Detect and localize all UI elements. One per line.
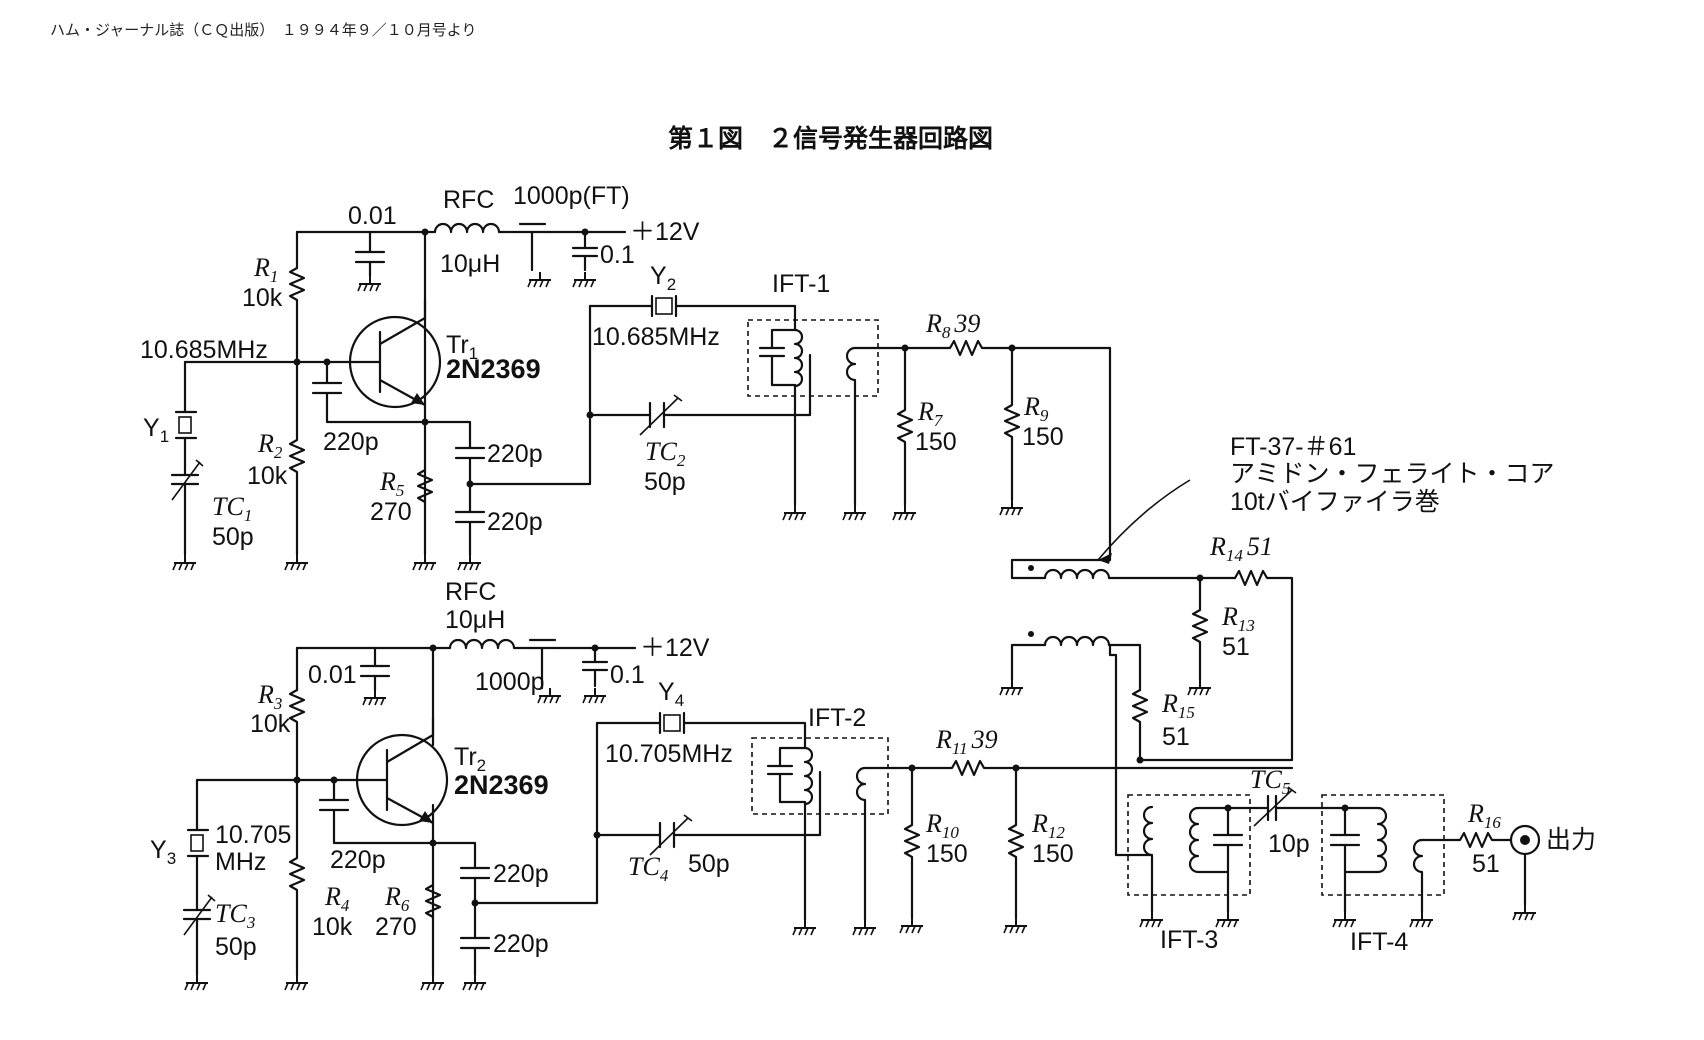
rfc2-value: 10μH (445, 606, 505, 634)
r2-label: R2 (257, 429, 283, 462)
r5-value: 270 (370, 498, 412, 526)
y2-label: Y2 (650, 262, 676, 294)
tc5-value: 10p (1268, 830, 1310, 858)
ft-cap-label: 1000p(FT) (513, 182, 630, 210)
r7-label: R7 (917, 397, 944, 430)
r12-label: R12 (1031, 809, 1065, 842)
y4-freq: 10.705MHz (605, 740, 733, 768)
c2-e2-value: 220p (493, 930, 549, 958)
tr2-label: Tr2 (454, 743, 486, 775)
r7-value: 150 (915, 428, 957, 456)
c2-0.1-label: 0.1 (610, 661, 645, 689)
tc5-label: TC5 (1250, 765, 1290, 798)
r10-value: 150 (926, 840, 968, 868)
r10-label: R10 (925, 809, 959, 842)
c-base-value: 220p (323, 428, 379, 456)
r12-value: 150 (1032, 840, 1074, 868)
y4-label: Y4 (658, 678, 684, 710)
r4-value: 10k (312, 913, 353, 941)
core-type: FT-37-＃61 (1230, 433, 1356, 461)
r1-label: R1 (253, 253, 278, 286)
c-0.1-label: 0.1 (600, 241, 635, 269)
r9-label: R9 (1023, 392, 1049, 425)
ift3-label: IFT-3 (1160, 926, 1218, 954)
tc3-label: TC3 (215, 899, 255, 932)
tc4-value: 50p (688, 850, 730, 878)
rfc2-label: RFC (445, 578, 496, 606)
rfc-label: RFC (443, 186, 494, 214)
core-winding: 10tバイファイラ巻 (1230, 488, 1440, 516)
y1-label: Y1 (143, 414, 169, 446)
vcc2-label: ＋12V (640, 634, 710, 662)
r13-label: R13 (1221, 602, 1255, 635)
source-header: ハム・ジャーナル誌（ＣＱ出版） １９９４年９／１０月号より (50, 21, 476, 39)
tr1-label: Tr1 (446, 331, 478, 363)
y3-freq-1: 10.705 (215, 821, 291, 849)
r1-value: 10k (242, 284, 283, 312)
ift4-label: IFT-4 (1350, 928, 1408, 956)
ft2-label: 1000p (475, 668, 545, 696)
ift1-label: IFT-1 (772, 270, 830, 298)
tc2-label: TC2 (645, 437, 686, 470)
tr1-type: 2N2369 (446, 354, 541, 384)
c-0.01-label: 0.01 (348, 202, 397, 230)
r5-label: R5 (379, 467, 404, 500)
tc3-value: 50p (215, 933, 257, 961)
r13-value: 51 (1222, 633, 1250, 661)
r6-value: 270 (375, 913, 417, 941)
y2-freq: 10.685MHz (592, 323, 720, 351)
tr2-type: 2N2369 (454, 770, 549, 800)
c2-base-value: 220p (330, 846, 386, 874)
oscillator-1: 0.01 RFC 1000p(FT) 10μH ＋12V 0.1 R1 10k … (140, 182, 1112, 571)
y1-freq: 10.685MHz (140, 336, 268, 364)
r9-value: 150 (1022, 423, 1064, 451)
r3-label: R3 (257, 680, 282, 713)
c-e1-value: 220p (487, 440, 543, 468)
r6-label: R6 (384, 882, 410, 915)
r4-label: R4 (324, 882, 350, 915)
r16-label: R16 (1467, 799, 1501, 832)
y3-label: Y3 (150, 836, 176, 868)
r2-value: 10k (247, 462, 288, 490)
ift2-label: IFT-2 (808, 704, 866, 732)
rfc-value: 10μH (440, 250, 500, 278)
core-maker: アミドン・フェライト・コア (1230, 460, 1555, 488)
tc1-value: 50p (212, 523, 254, 551)
tc2-value: 50p (644, 468, 686, 496)
c-e2-value: 220p (487, 508, 543, 536)
tc1-label: TC1 (212, 492, 252, 525)
c2-e1-value: 220p (493, 860, 549, 888)
oscillator-2: RFC 10μH 0.01 1000p ＋12V 0.1 R3 10k 10.7… (150, 578, 1294, 991)
r15-label: R15 (1161, 689, 1195, 722)
c2-0.01-label: 0.01 (308, 661, 357, 689)
figure-title: 第１図 ２信号発生器回路図 (668, 124, 993, 153)
tc4-label: TC4 (628, 852, 669, 885)
r15-value: 51 (1162, 723, 1190, 751)
r16-value: 51 (1472, 850, 1500, 878)
vcc-label: ＋12V (630, 218, 700, 246)
r3-value: 10k (250, 710, 291, 738)
output-label: 出力 (1546, 826, 1596, 854)
y3-freq-2: MHz (215, 848, 266, 876)
output-filter: IFT-3 IFT-4 TC5 10p R16 51 出力 (1114, 758, 1596, 956)
